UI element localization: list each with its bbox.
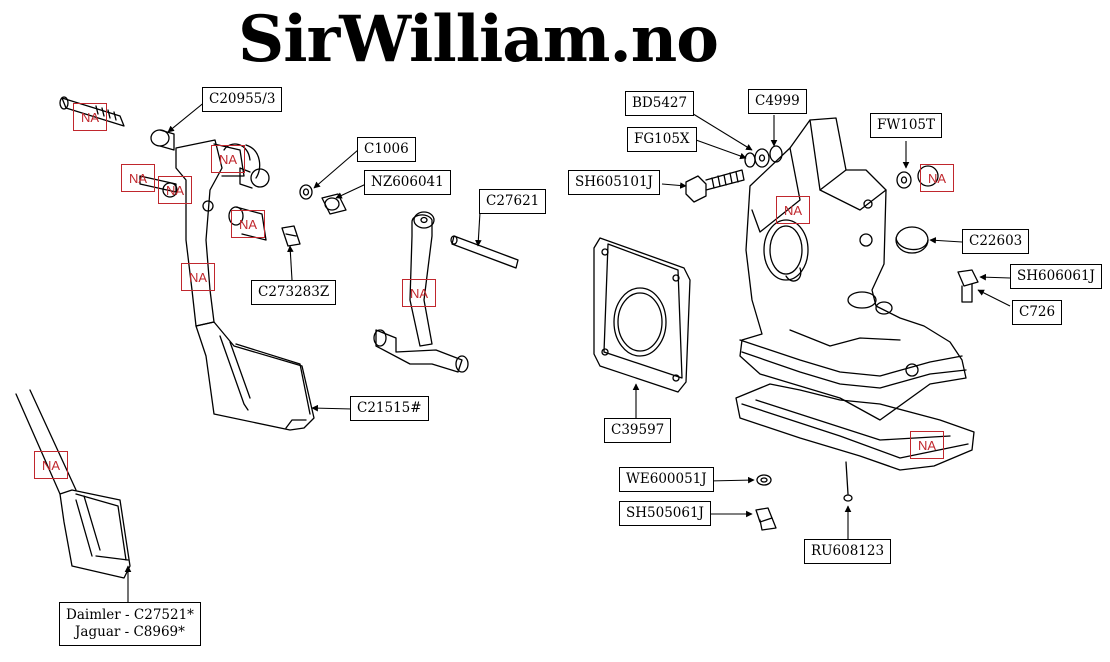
na-marker: NA	[231, 210, 265, 238]
callout-c21515[interactable]: C21515#	[350, 396, 429, 421]
callout-ru608123[interactable]: RU608123	[804, 539, 892, 564]
callout-bd5427[interactable]: BD5427	[625, 91, 695, 116]
callout-c4999[interactable]: C4999	[748, 89, 807, 114]
callout-c39597[interactable]: C39597	[604, 418, 672, 443]
callout-c20955-3[interactable]: C20955/3	[202, 87, 283, 112]
site-logo-title[interactable]: SirWilliam.no	[238, 2, 719, 77]
callout-sh505061j[interactable]: SH505061J	[619, 501, 711, 526]
callout-c22603[interactable]: C22603	[962, 229, 1030, 254]
callout-c1006[interactable]: C1006	[357, 137, 416, 162]
na-marker: NA	[158, 176, 192, 204]
callout-nz606041[interactable]: NZ606041	[364, 170, 451, 195]
na-marker: NA	[402, 279, 436, 307]
na-marker: NA	[34, 451, 68, 479]
callout-c273283z[interactable]: C273283Z	[251, 280, 337, 305]
callout-fw105t[interactable]: FW105T	[870, 113, 943, 138]
callout-daimler-text: Daimler - C27521*	[66, 607, 194, 623]
callout-sh605101j[interactable]: SH605101J	[568, 170, 660, 195]
na-marker: NA	[910, 431, 944, 459]
pedal-assembly-drawing	[15, 96, 519, 579]
callout-we600051j[interactable]: WE600051J	[619, 467, 714, 492]
callout-jaguar-text: Jaguar - C8969*	[75, 624, 185, 640]
pedal-box-drawing	[593, 117, 979, 531]
callout-sh606061j[interactable]: SH606061J	[1010, 264, 1102, 289]
callout-daimler-jaguar[interactable]: Daimler - C27521* Jaguar - C8969*	[59, 602, 201, 646]
na-marker: NA	[211, 145, 245, 173]
na-marker: NA	[920, 164, 954, 192]
na-marker: NA	[776, 196, 810, 224]
callout-c726[interactable]: C726	[1012, 300, 1063, 325]
na-marker: NA	[73, 103, 107, 131]
callout-fg105x[interactable]: FG105X	[627, 127, 697, 152]
na-marker: NA	[181, 263, 215, 291]
na-marker: NA	[121, 164, 155, 192]
callout-c27621[interactable]: C27621	[479, 189, 547, 214]
